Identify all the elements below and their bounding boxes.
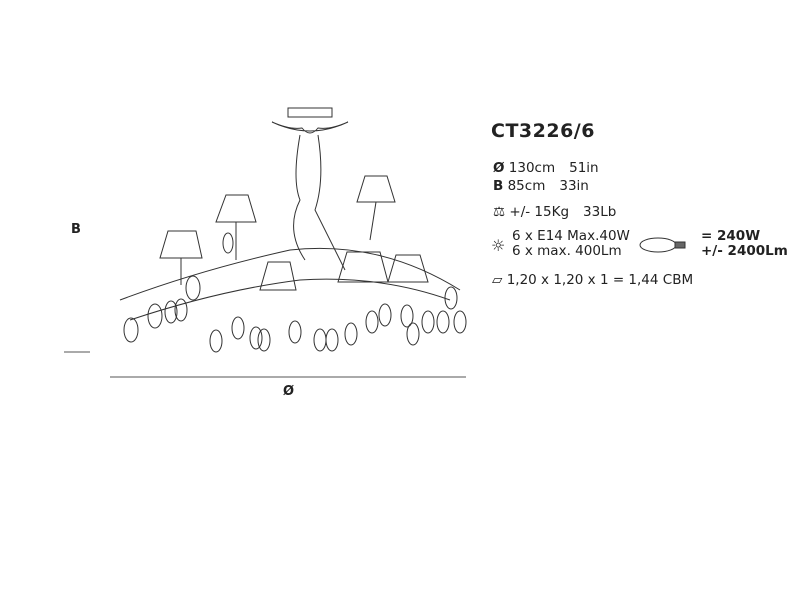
packaging-volume: 1,20 x 1,20 x 1 = 1,44 CBM: [506, 272, 694, 288]
diameter-cm: 130cm: [508, 160, 556, 176]
diameter-row: Ø 130cm 51in: [493, 160, 599, 176]
total-lumen: +/- 2400Lm: [701, 243, 788, 259]
height-icon: B: [493, 178, 504, 194]
canopy-flower: [271, 121, 349, 134]
weight-kg: +/- 15Kg: [509, 204, 570, 220]
diameter-in: 51in: [569, 160, 599, 176]
weight-icon: ⚖: [493, 204, 506, 220]
diameter-icon: Ø: [493, 160, 505, 176]
box-icon: ▱: [492, 272, 503, 288]
light-icon: ☼: [491, 236, 506, 255]
ceiling-canopy: [287, 107, 333, 118]
bulb-icon: [639, 237, 686, 253]
crystal-drops: [123, 232, 467, 353]
branches: [119, 247, 461, 321]
total-specs: = 240W +/- 2400Lm: [701, 229, 788, 259]
weight-lb: 33Lb: [583, 204, 617, 220]
product-code: CT3226/6: [491, 120, 595, 142]
height-cm: 85cm: [507, 178, 546, 194]
lumen-spec: 6 x max. 400Lm: [512, 243, 622, 259]
packaging-row: ▱ 1,20 x 1,20 x 1 = 1,44 CBM: [492, 272, 693, 288]
height-row: B 85cm 33in: [493, 178, 589, 194]
bulb-specs: 6 x E14 Max.40W 6 x max. 400Lm: [512, 229, 630, 259]
height-in: 33in: [559, 178, 589, 194]
diameter-dimension-label: Ø: [283, 384, 295, 399]
weight-row: ⚖ +/- 15Kg 33Lb: [493, 204, 616, 220]
stem: [293, 134, 346, 271]
bulb-spec: 6 x E14 Max.40W: [512, 228, 630, 244]
total-watt: = 240W: [701, 228, 761, 244]
height-dimension-label: B: [71, 222, 81, 237]
